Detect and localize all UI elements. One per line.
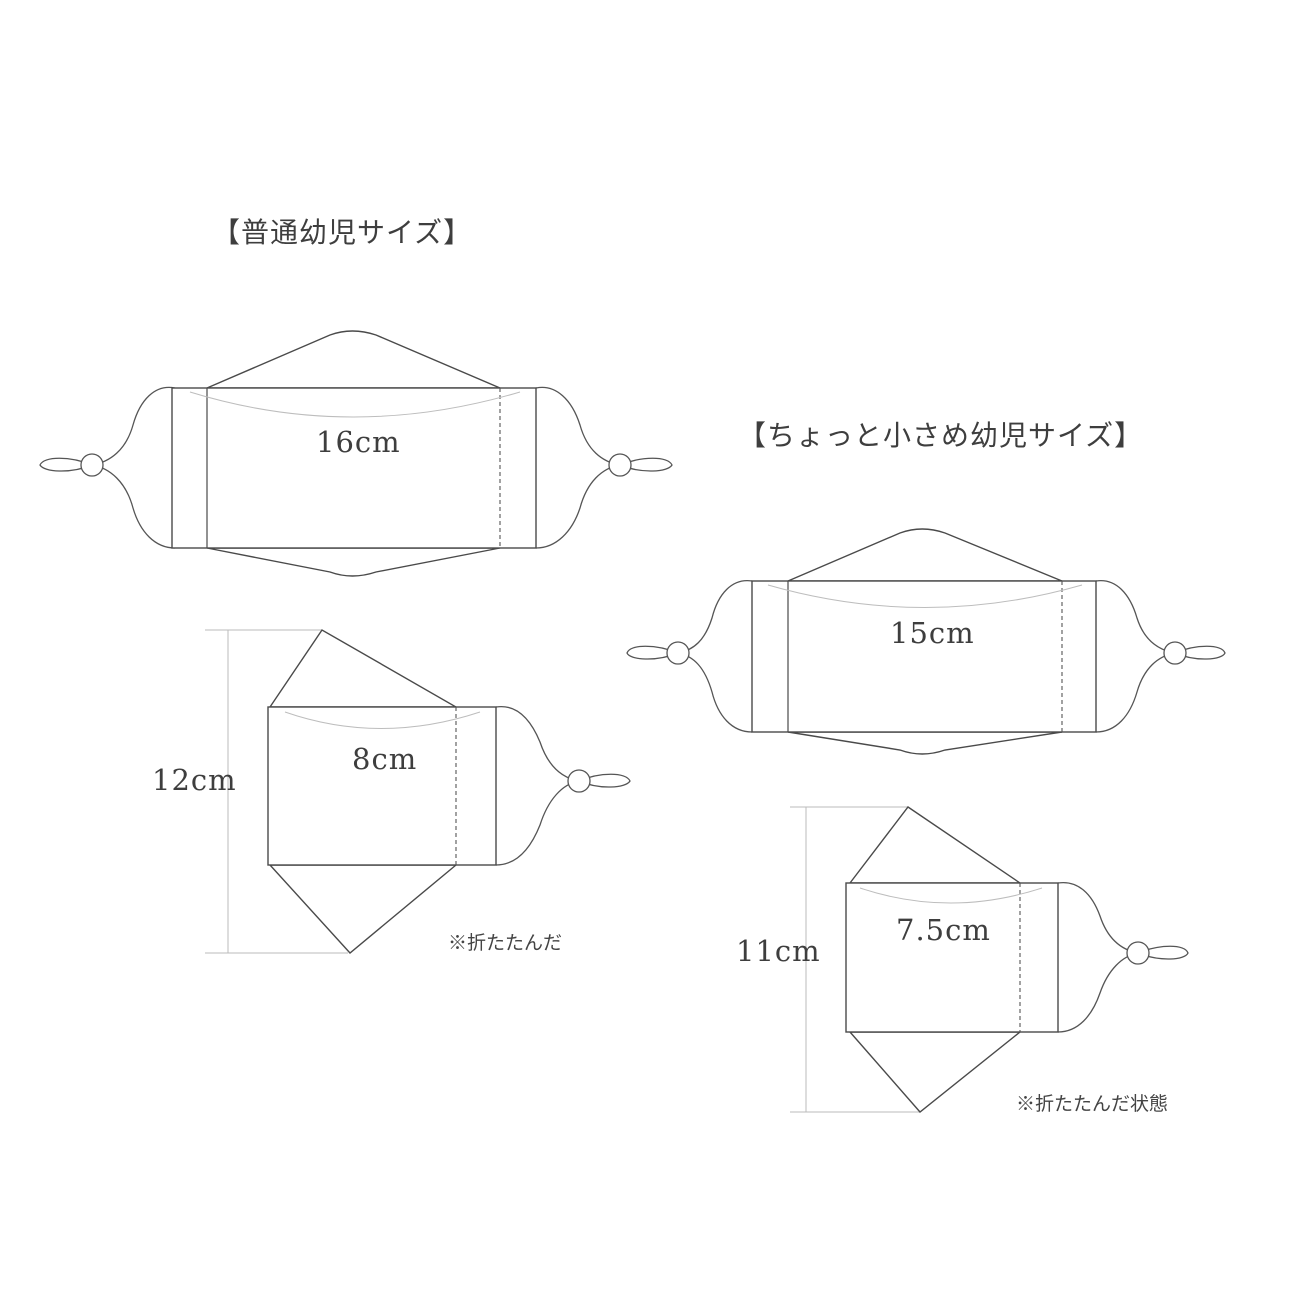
- standard-folded-toggle-loop: [578, 773, 631, 788]
- standard-width-label: 16cm: [316, 425, 401, 459]
- standard-folded-ear-loop: [495, 705, 580, 866]
- standard-size-title: 【普通幼児サイズ】: [212, 216, 473, 249]
- standard-folded-width-label: 8cm: [352, 742, 418, 776]
- standard-folded-top-flap: [268, 629, 459, 708]
- small-bottom-flap: [787, 731, 1063, 755]
- small-mask-body: [751, 580, 1097, 733]
- small-folded-bottom-flap: [848, 1031, 1022, 1113]
- standard-folded-measure-curve: [284, 711, 481, 729]
- standard-right-toggle-loop: [619, 457, 673, 472]
- small-folded-top-flap: [848, 806, 1023, 884]
- standard-left-toggle-loop: [39, 457, 93, 472]
- small-folded-width-label: 7.5cm: [896, 913, 991, 947]
- small-top-flap: [787, 528, 1063, 582]
- standard-folded-body: [267, 706, 497, 866]
- small-left-bead: [666, 641, 690, 665]
- small-folded-height-label: 11cm: [736, 934, 821, 968]
- small-right-toggle-loop: [1174, 645, 1226, 660]
- small-folded-measure-curve: [859, 887, 1043, 904]
- small-folded-body: [845, 882, 1059, 1033]
- standard-left-bead: [80, 453, 104, 477]
- standard-mask-body: [171, 387, 537, 549]
- standard-folded-bottom-flap: [268, 864, 458, 954]
- small-folded-bead: [1126, 941, 1150, 965]
- standard-bottom-flap: [206, 547, 501, 577]
- standard-folded-bead: [567, 769, 591, 793]
- standard-top-flap: [206, 330, 501, 389]
- small-folded-note: ※折たたんだ状態: [1016, 1093, 1169, 1115]
- small-folded-toggle-loop: [1137, 945, 1189, 960]
- small-width-label: 15cm: [890, 616, 975, 650]
- small-right-ear-loop: [1095, 580, 1176, 733]
- small-left-ear-loop: [677, 580, 753, 733]
- small-open-mask: [626, 528, 1226, 755]
- standard-right-ear-loop: [535, 386, 621, 549]
- standard-right-bead: [608, 453, 632, 477]
- small-right-bead: [1163, 641, 1187, 665]
- standard-folded-note: ※折たたんだ: [448, 932, 563, 954]
- small-size-title: 【ちょっと小さめ幼児サイズ】: [738, 419, 1144, 452]
- small-folded-mask: [790, 806, 1189, 1113]
- standard-open-mask: [39, 330, 673, 577]
- small-width-measure-curve: [767, 584, 1083, 608]
- standard-folded-mask: [205, 629, 631, 954]
- standard-folded-height-label: 12cm: [152, 763, 237, 797]
- small-left-toggle-loop: [626, 645, 679, 660]
- standard-width-measure-curve: [189, 391, 521, 418]
- standard-left-ear-loop: [91, 386, 176, 549]
- small-folded-ear-loop: [1057, 882, 1139, 1033]
